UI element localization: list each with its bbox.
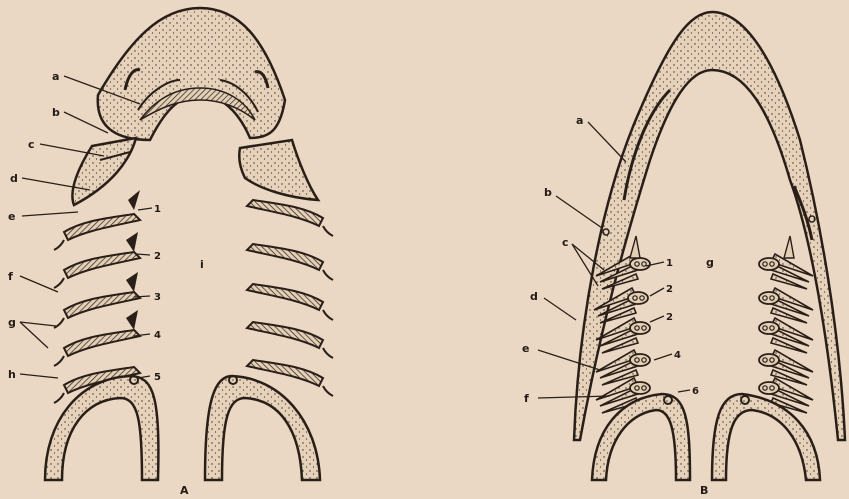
label-a-1: 1 [154, 204, 161, 215]
label-b-b: b [544, 186, 552, 199]
panel-a-pectoral-left [45, 376, 158, 480]
label-b-g: g [706, 256, 714, 269]
panel-a-label: A [180, 484, 189, 497]
label-b-6: 6 [692, 386, 699, 397]
label-a-e: e [8, 210, 15, 223]
panel-a: a b c d e f g h 1 2 3 4 5 i A [8, 8, 333, 497]
label-b-e: e [522, 342, 529, 355]
panel-b-label: B [700, 484, 708, 497]
label-a-d: d [10, 172, 18, 185]
label-b-a: a [576, 114, 583, 127]
label-b-c: c [562, 236, 569, 249]
label-a-5: 5 [154, 372, 161, 383]
label-b-d: d [530, 290, 538, 303]
label-a-c: c [28, 138, 35, 151]
label-b-2: 2 [666, 284, 673, 295]
label-a-4: 4 [154, 330, 161, 341]
label-a-h: h [8, 368, 16, 381]
label-b-2b: 2 [666, 312, 673, 323]
panel-b-pectoral-left [592, 394, 690, 480]
label-b-1: 1 [666, 258, 673, 269]
label-a-g: g [8, 316, 16, 329]
panel-a-cartilage-left [72, 138, 136, 205]
label-b-f: f [524, 392, 529, 405]
panel-a-cartilage-right [239, 140, 318, 200]
label-a-2: 2 [154, 251, 161, 262]
label-a-a: a [52, 70, 59, 83]
label-a-f: f [8, 270, 13, 283]
label-a-3: 3 [154, 292, 161, 303]
label-a-b: b [52, 106, 60, 119]
panel-a-pectoral-right [205, 376, 320, 480]
panel-b: a b c d e f 1 2 2 4 6 g B [522, 12, 845, 497]
panel-b-pectoral-right [712, 394, 820, 480]
panel-a-rostrum [98, 8, 285, 140]
label-b-4: 4 [674, 350, 681, 361]
label-a-i: i [200, 258, 204, 271]
